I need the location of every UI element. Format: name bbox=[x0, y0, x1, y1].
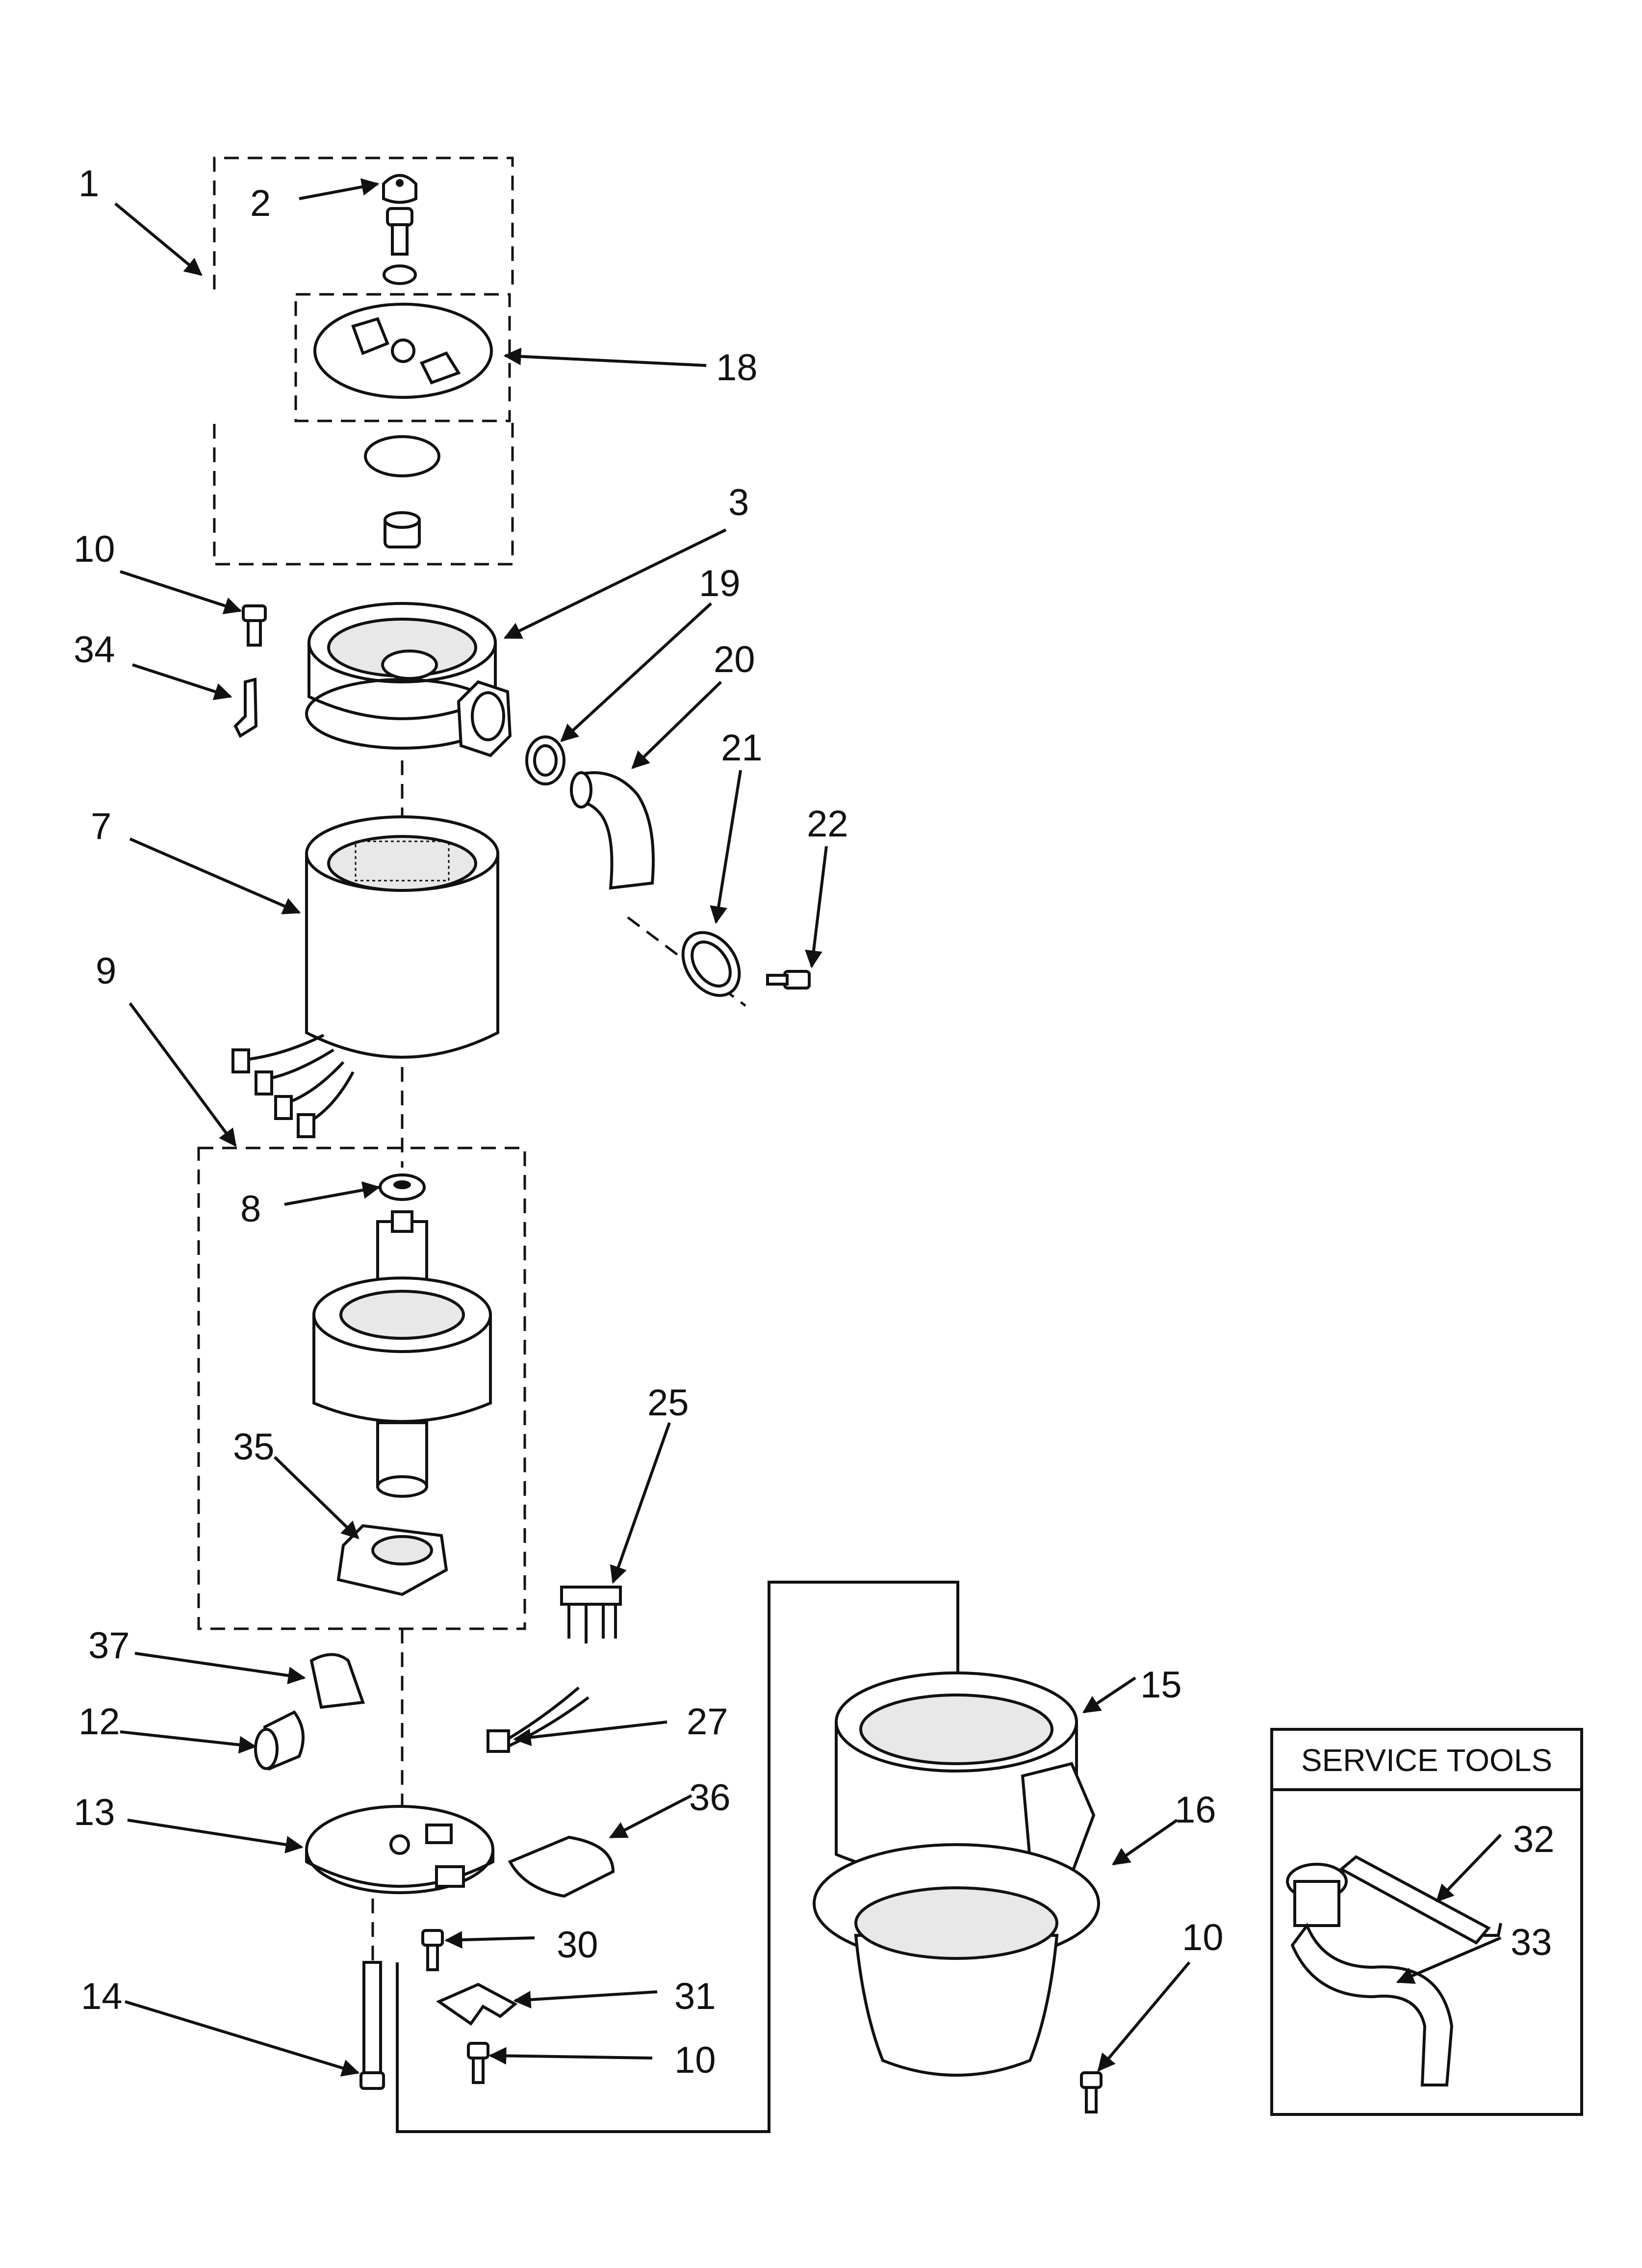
part-20-elbow bbox=[570, 771, 655, 890]
part-27-wire bbox=[487, 1686, 590, 1753]
assembly-9-box bbox=[197, 1147, 526, 1630]
callout-22: 22 bbox=[807, 803, 848, 845]
callout-13: 13 bbox=[74, 1792, 115, 1833]
part-35-bracket bbox=[336, 1524, 448, 1596]
part-8-washer bbox=[379, 1173, 426, 1201]
part-15-housing bbox=[835, 1671, 1096, 1880]
callout-35: 35 bbox=[233, 1426, 275, 1468]
leader-lines bbox=[114, 178, 1502, 2077]
part-19-gasket bbox=[525, 735, 565, 785]
callout-3: 3 bbox=[728, 482, 749, 523]
callout-10-lower: 10 bbox=[674, 2039, 716, 2081]
part-25-connector bbox=[560, 1586, 622, 1643]
callout-14: 14 bbox=[81, 1976, 123, 2017]
part-16-base bbox=[813, 1843, 1100, 2077]
part-12-capacitor bbox=[254, 1710, 305, 1771]
part-7-motor-housing bbox=[305, 815, 499, 1059]
part-13-end-plate bbox=[305, 1805, 494, 1894]
service-tools-title: SERVICE TOOLS bbox=[1301, 1743, 1552, 1778]
part-18-plate bbox=[313, 303, 493, 399]
callout-37: 37 bbox=[88, 1625, 130, 1667]
callout-30: 30 bbox=[557, 1924, 598, 1966]
callout-32: 32 bbox=[1513, 1819, 1555, 1860]
part-9-rotor bbox=[312, 1210, 492, 1498]
callout-10-right: 10 bbox=[1182, 1917, 1224, 1958]
part-31-clip bbox=[436, 1982, 518, 2026]
callout-33: 33 bbox=[1511, 1922, 1552, 1963]
part-22-screw bbox=[766, 970, 811, 990]
callout-25: 25 bbox=[647, 1382, 689, 1424]
part-30-screw bbox=[421, 1929, 444, 1971]
callout-7: 7 bbox=[91, 806, 111, 847]
callout-36: 36 bbox=[689, 1777, 731, 1819]
callout-2: 2 bbox=[250, 182, 271, 224]
part-36-plate bbox=[508, 1835, 615, 1898]
part-2-nut bbox=[382, 174, 417, 204]
part-7-wire-leads bbox=[231, 1034, 355, 1138]
assembly-1-box bbox=[213, 156, 514, 566]
part-14-bolt bbox=[359, 1961, 385, 2090]
callout-18: 18 bbox=[716, 347, 758, 389]
part-2-washer bbox=[383, 264, 417, 285]
part-2-bolt bbox=[386, 207, 413, 256]
callout-9: 9 bbox=[96, 950, 116, 992]
callout-16: 16 bbox=[1175, 1789, 1216, 1831]
part-33-tool bbox=[1286, 1863, 1454, 2086]
part-10-screw-lower bbox=[467, 2042, 489, 2084]
callout-20: 20 bbox=[714, 639, 755, 680]
callout-21: 21 bbox=[721, 727, 763, 769]
callout-31: 31 bbox=[674, 1976, 716, 2017]
callout-27: 27 bbox=[687, 1701, 728, 1743]
part-1-disc bbox=[364, 435, 440, 477]
part-3-upper-housing bbox=[305, 602, 512, 757]
callout-8: 8 bbox=[240, 1188, 261, 1230]
part-1-hub bbox=[384, 511, 421, 548]
callout-15: 15 bbox=[1140, 1664, 1182, 1706]
callout-34: 34 bbox=[74, 629, 115, 671]
part-10-screw-upper bbox=[242, 604, 267, 647]
part-10-screw-right bbox=[1080, 2071, 1103, 2113]
connector-line bbox=[396, 1581, 959, 2133]
part-32-tool bbox=[1338, 1855, 1502, 1945]
callout-19: 19 bbox=[699, 563, 741, 604]
callout-10-upper: 10 bbox=[74, 528, 115, 570]
part-34-clip bbox=[233, 678, 258, 738]
callout-12: 12 bbox=[78, 1701, 120, 1743]
part-37-bracket bbox=[309, 1653, 365, 1709]
callout-1: 1 bbox=[78, 163, 99, 205]
service-tools-box bbox=[1270, 1728, 1583, 2116]
part-21-flange bbox=[681, 931, 741, 997]
